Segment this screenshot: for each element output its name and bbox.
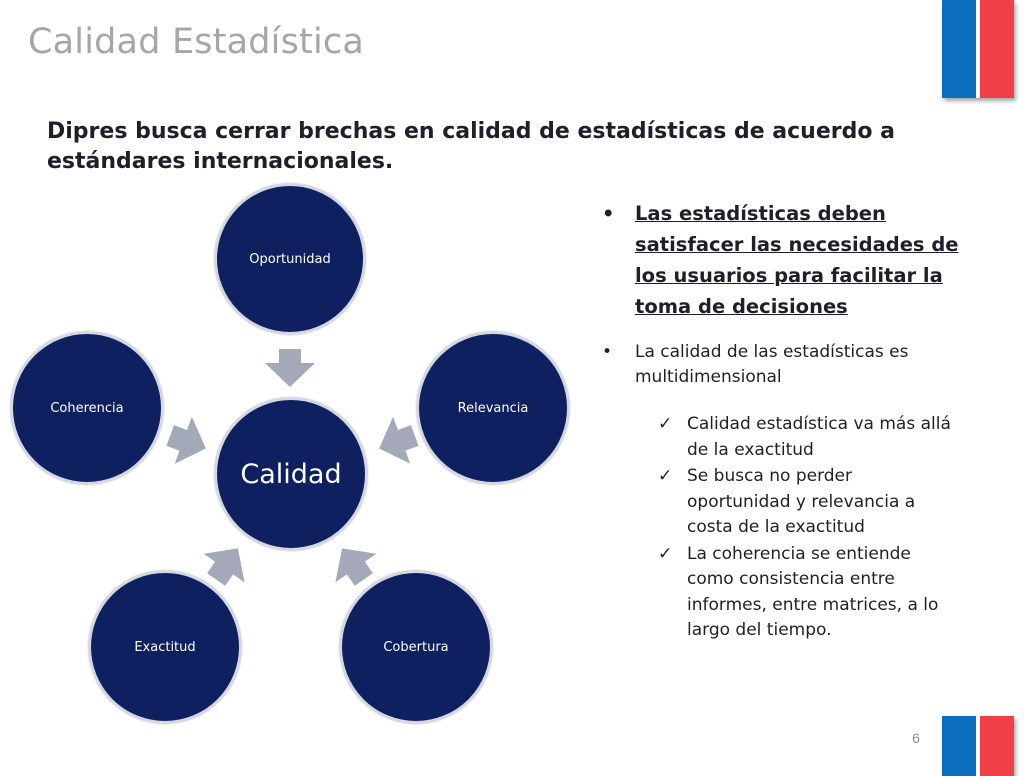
flag-red-stripe xyxy=(980,716,1014,776)
flag-red-stripe xyxy=(980,0,1014,98)
slide-subtitle: Dipres busca cerrar brechas en calidad d… xyxy=(47,119,895,174)
bullet-second-text: La calidad de las estadísticas es multid… xyxy=(635,342,909,387)
quality-dimensions-diagram: Oportunidad Relevancia Cobertura Exactit… xyxy=(0,175,590,735)
node-coherencia: Coherencia xyxy=(10,331,164,485)
arrow-exactitud-icon xyxy=(203,548,245,586)
checkmark-icon: ✓ xyxy=(658,466,673,486)
check-item-text: La coherencia se entiende como consisten… xyxy=(687,543,939,641)
arrow-coherencia-icon xyxy=(166,416,206,464)
flag-blue-stripe xyxy=(942,716,976,776)
arrow-cobertura-icon xyxy=(335,548,377,586)
flag-decoration-top xyxy=(942,0,1014,98)
arrow-oportunidad-icon xyxy=(265,349,315,387)
center-label: Calidad xyxy=(240,458,342,490)
node-cobertura: Cobertura xyxy=(339,570,493,724)
checkmark-icon: ✓ xyxy=(658,414,673,434)
check-item: ✓ Se busca no perder oportunidad y relev… xyxy=(658,464,958,541)
check-list: ✓ Calidad estadística va más allá de la … xyxy=(658,412,958,644)
node-label: Coherencia xyxy=(50,400,124,416)
bullet-main: • Las estadísticas deben satisfacer las … xyxy=(600,198,990,322)
node-calidad-center: Calidad xyxy=(214,397,368,551)
flag-blue-stripe xyxy=(942,0,976,98)
node-label: Exactitud xyxy=(134,639,196,655)
page-number: 6 xyxy=(912,730,920,746)
node-oportunidad: Oportunidad xyxy=(214,183,366,335)
arrow-relevancia-icon xyxy=(379,416,419,464)
bullet-second: • La calidad de las estadísticas es mult… xyxy=(600,340,935,390)
node-exactitud: Exactitud xyxy=(88,570,242,724)
check-item: ✓ Calidad estadística va más allá de la … xyxy=(658,412,958,463)
check-item: ✓ La coherencia se entiende como consist… xyxy=(658,542,958,644)
node-label: Relevancia xyxy=(457,400,529,416)
bullet-dot-icon: • xyxy=(602,202,615,225)
flag-decoration-bottom xyxy=(942,716,1014,776)
checkmark-icon: ✓ xyxy=(658,543,673,564)
bullet-dot-icon: • xyxy=(602,342,613,362)
slide-title: Calidad Estadística xyxy=(28,22,364,62)
bullet-list: • Las estadísticas deben satisfacer las … xyxy=(600,198,990,645)
check-item-text: Se busca no perder oportunidad y relevan… xyxy=(687,466,916,537)
node-relevancia: Relevancia xyxy=(416,331,570,485)
check-item-text: Calidad estadística va más allá de la ex… xyxy=(687,414,951,460)
bullet-main-text: Las estadísticas deben satisfacer las ne… xyxy=(635,202,959,318)
node-label: Oportunidad xyxy=(249,251,331,267)
node-label: Cobertura xyxy=(383,639,449,655)
